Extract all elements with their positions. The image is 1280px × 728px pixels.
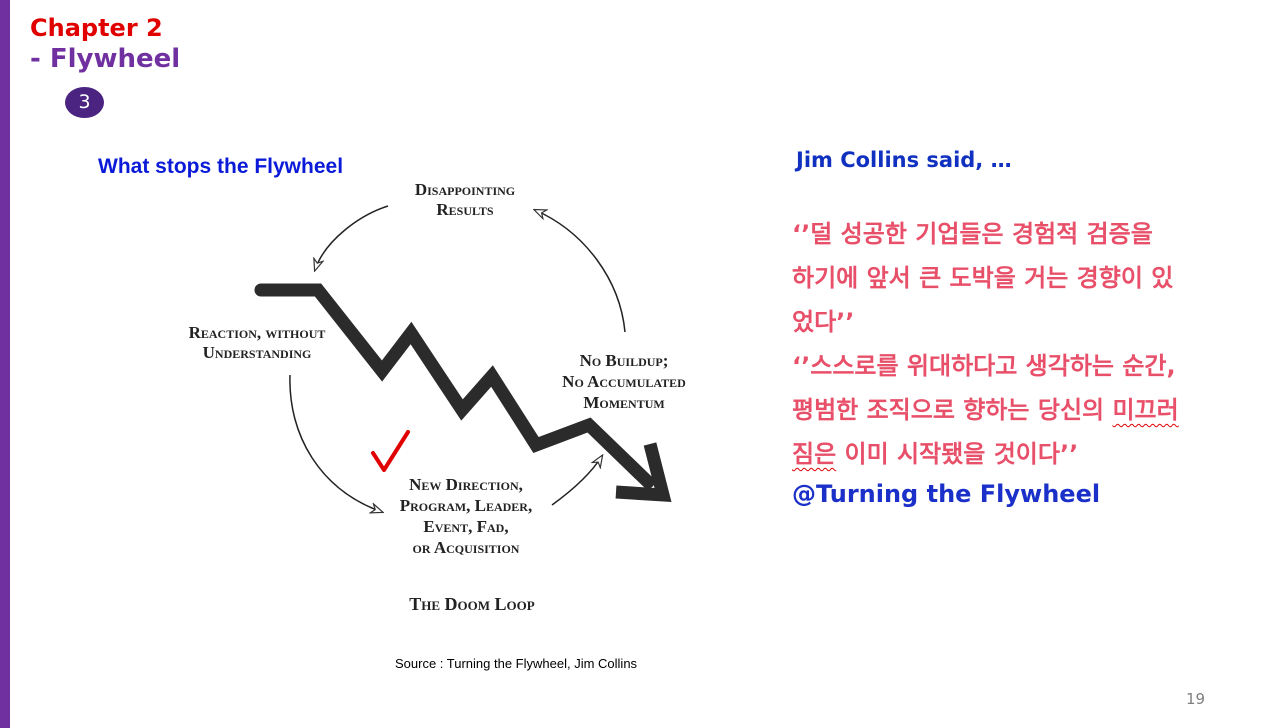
quote-heading: Jim Collins said, …	[796, 148, 1012, 172]
label-buildup-line1: No Buildup;	[580, 351, 669, 370]
book-reference: @Turning the Flywheel	[792, 480, 1101, 508]
label-direction-line3: Event, Fad,	[423, 517, 508, 536]
diagram-title: What stops the Flywheel	[98, 155, 344, 178]
zigzag-arrowhead	[615, 442, 672, 503]
doom-loop-diagram: Disappointing Results Reaction, without …	[160, 170, 720, 630]
step-number-badge: 3	[65, 87, 104, 118]
quote-2-part-2: 이미 시작됐을 것이다’’	[836, 440, 1079, 468]
red-checkmark	[371, 430, 410, 472]
label-reaction-line2: Understanding	[203, 343, 312, 362]
loop-arc-bottom-right	[551, 456, 602, 506]
label-buildup-line2: No Accumulated	[562, 372, 686, 391]
loop-arc-top-left	[315, 205, 389, 270]
quote-2-part-1: ‘’스스로를 위대하다고 생각하는 순간, 평범한 조직으로 향하는 당신의	[792, 352, 1176, 424]
quote-1: ‘’덜 성공한 기업들은 경험적 검증을 하기에 앞서 큰 도박을 거는 경향이…	[792, 220, 1174, 336]
chapter-subtitle: - Flywheel	[30, 44, 181, 74]
label-reaction-line1: Reaction, without	[189, 323, 326, 342]
doom-loop-svg: Disappointing Results Reaction, without …	[189, 180, 687, 614]
quote-2-underlined-word: 미끄러짐은	[792, 396, 1179, 468]
label-direction-line2: Program, Leader,	[400, 496, 532, 515]
label-disappointing-line1: Disappointing	[415, 180, 515, 199]
label-buildup-line3: Momentum	[583, 393, 664, 412]
page-number: 19	[1186, 690, 1206, 708]
zigzag-down-arrow	[254, 283, 655, 489]
loop-arc-top-right	[535, 210, 626, 333]
label-direction-line1: New Direction,	[409, 475, 523, 494]
quote-2: ‘’스스로를 위대하다고 생각하는 순간, 평범한 조직으로 향하는 당신의 미…	[792, 344, 1182, 476]
loop-arc-left	[289, 374, 382, 512]
diagram-caption: The Doom Loop	[409, 594, 535, 614]
source-citation: Source : Turning the Flywheel, Jim Colli…	[395, 656, 638, 671]
label-direction-line4: or Acquisition	[413, 538, 520, 557]
left-accent-bar	[0, 0, 10, 728]
chapter-title: Chapter 2	[30, 14, 163, 42]
label-disappointing-line2: Results	[436, 200, 494, 219]
